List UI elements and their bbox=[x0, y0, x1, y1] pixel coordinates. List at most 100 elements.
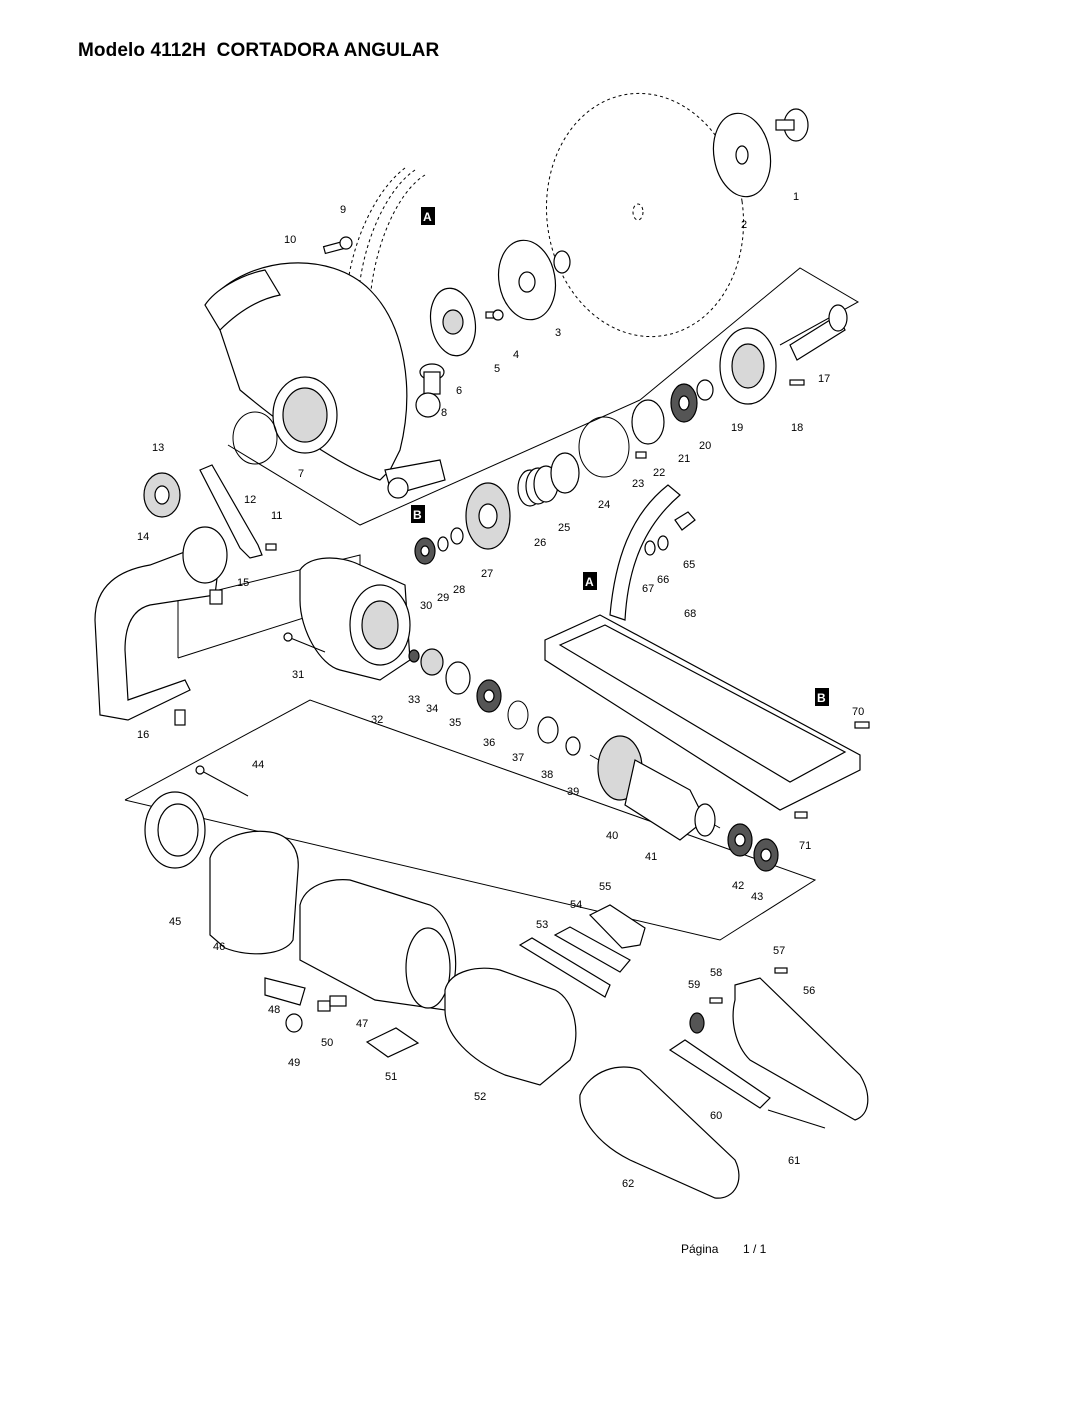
svg-text:B: B bbox=[413, 508, 422, 522]
page-footer-value: 1 / 1 bbox=[743, 1242, 767, 1256]
spiral-gear bbox=[465, 482, 511, 550]
svg-text:A: A bbox=[585, 575, 594, 589]
armature bbox=[589, 735, 721, 841]
spindle bbox=[789, 304, 848, 361]
part-number-label: 48 bbox=[268, 1004, 280, 1016]
part-number-label: 33 bbox=[408, 694, 420, 706]
part-number-label: 43 bbox=[751, 891, 763, 903]
part-number-label: 61 bbox=[788, 1155, 800, 1167]
part-number-label: 16 bbox=[137, 729, 149, 741]
part-number-label: 15 bbox=[237, 577, 249, 589]
part-number-label: 20 bbox=[699, 440, 711, 452]
guide-arc bbox=[609, 484, 681, 621]
bolt-71 bbox=[794, 811, 808, 819]
sleeve-25 bbox=[550, 452, 580, 494]
switch-54 bbox=[553, 926, 631, 973]
part-number-label: 18 bbox=[791, 422, 803, 434]
base-plate bbox=[544, 614, 861, 811]
washer-39 bbox=[565, 736, 581, 756]
part-number-label: 47 bbox=[356, 1018, 368, 1030]
side-handle bbox=[94, 526, 228, 726]
part-number-label: 40 bbox=[606, 830, 618, 842]
saw-blade bbox=[545, 92, 745, 338]
part-number-label: 19 bbox=[731, 422, 743, 434]
screw-58 bbox=[709, 997, 723, 1004]
ring-20 bbox=[696, 379, 714, 401]
part-number-label: 14 bbox=[137, 531, 149, 543]
part-number-label: 34 bbox=[426, 703, 438, 715]
screw-57 bbox=[774, 967, 788, 974]
marker-a-top: A bbox=[421, 207, 435, 225]
part-number-label: 57 bbox=[773, 945, 785, 957]
bolt-9 bbox=[322, 236, 353, 255]
rear-cover bbox=[444, 967, 577, 1086]
part-number-label: 54 bbox=[570, 899, 582, 911]
part-number-label: 31 bbox=[292, 669, 304, 681]
part-number-label: 30 bbox=[420, 600, 432, 612]
svg-text:A: A bbox=[423, 210, 432, 224]
part-number-label: 35 bbox=[449, 717, 461, 729]
switch-55 bbox=[588, 904, 646, 949]
part-number-label: 21 bbox=[678, 453, 690, 465]
link-plate bbox=[199, 464, 263, 559]
pinion-34 bbox=[420, 648, 444, 676]
label-48 bbox=[264, 977, 306, 1006]
part-number-label: 55 bbox=[599, 881, 611, 893]
part-number-label: 36 bbox=[483, 737, 495, 749]
part-number-label: 25 bbox=[558, 522, 570, 534]
field-coil bbox=[209, 830, 299, 955]
wing-bolt-65 bbox=[674, 511, 696, 531]
flange-bolt bbox=[775, 108, 809, 142]
part-number-label: 27 bbox=[481, 568, 493, 580]
screw-11 bbox=[265, 543, 277, 551]
screw-18 bbox=[789, 379, 805, 386]
part-number-label: 6 bbox=[456, 385, 462, 397]
part-number-label: 22 bbox=[653, 467, 665, 479]
part-number-label: 62 bbox=[622, 1178, 634, 1190]
retainer-38 bbox=[537, 716, 559, 744]
part-number-label: 50 bbox=[321, 1037, 333, 1049]
part-number-label: 60 bbox=[710, 1110, 722, 1122]
assembly-outlines bbox=[124, 267, 860, 941]
part-number-label: 44 bbox=[252, 759, 264, 771]
part-number-label: 66 bbox=[657, 574, 669, 586]
part-number-label: 10 bbox=[284, 234, 296, 246]
part-number-label: 3 bbox=[555, 327, 561, 339]
part-number-label: 12 bbox=[244, 494, 256, 506]
oring-24 bbox=[578, 416, 630, 478]
part-number-label: 38 bbox=[541, 769, 553, 781]
washer-67 bbox=[644, 540, 656, 556]
part-number-label: 2 bbox=[741, 219, 747, 231]
bearing-box bbox=[719, 327, 777, 405]
brush-holder-50 bbox=[317, 995, 347, 1012]
part-number-label: 4 bbox=[513, 349, 519, 361]
handle-56 bbox=[732, 977, 869, 1121]
baffle-plate bbox=[144, 791, 206, 869]
part-number-label: 29 bbox=[437, 592, 449, 604]
part-number-label: 17 bbox=[818, 373, 830, 385]
part-number-label: 32 bbox=[371, 714, 383, 726]
oring-7 bbox=[232, 411, 278, 465]
bolt-31 bbox=[283, 632, 326, 653]
part-number-label: 58 bbox=[710, 967, 722, 979]
part-number-label: 28 bbox=[453, 584, 465, 596]
sleeve-35 bbox=[445, 661, 471, 695]
part-number-label: 13 bbox=[152, 442, 164, 454]
part-number-label: 65 bbox=[683, 559, 695, 571]
knob-8 bbox=[415, 363, 445, 418]
ring-29 bbox=[437, 536, 449, 552]
inner-flange bbox=[497, 239, 557, 321]
switch-lever-53 bbox=[518, 937, 611, 998]
ring-3 bbox=[553, 250, 571, 274]
part-number-label: 5 bbox=[494, 363, 500, 375]
part-number-label: 9 bbox=[340, 204, 346, 216]
bearing-36 bbox=[476, 679, 502, 713]
outer-flange bbox=[712, 112, 772, 198]
part-number-label: 68 bbox=[684, 608, 696, 620]
long-bolt-44 bbox=[195, 765, 249, 797]
bolt-70 bbox=[854, 721, 870, 729]
part-number-label: 45 bbox=[169, 916, 181, 928]
bearing-21 bbox=[670, 383, 698, 423]
